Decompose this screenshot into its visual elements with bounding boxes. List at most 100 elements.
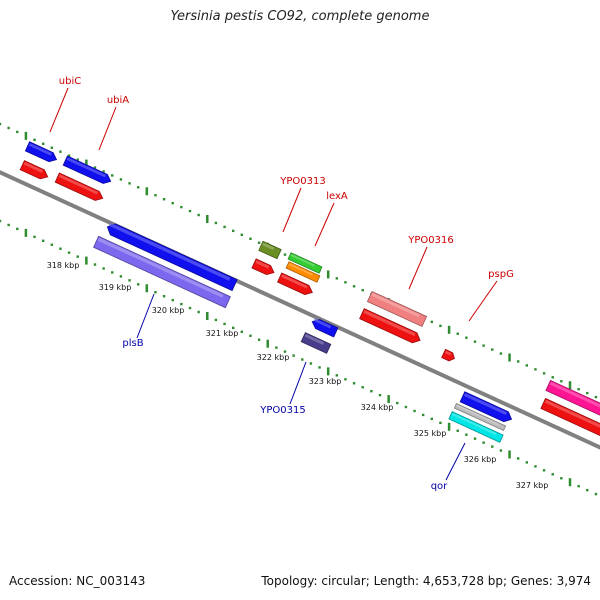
ruler-dot — [421, 413, 425, 417]
YPO0313-feature-highlight — [262, 242, 275, 251]
genome-stats-text: Topology: circular; Length: 4,653,728 bp… — [261, 574, 591, 588]
ruler-dot — [560, 477, 563, 480]
ruler-dot — [76, 255, 79, 258]
gene-label: ubiA — [107, 95, 129, 106]
gene-features — [19, 141, 600, 443]
YPO0313-cds-feature-highlight — [255, 260, 270, 269]
ruler-dot — [378, 393, 382, 397]
ruler-dot — [154, 291, 157, 294]
YPO0315-cds-feature-body — [311, 319, 339, 338]
ruler-dot — [283, 253, 287, 256]
gene-label: YPO0315 — [259, 405, 305, 416]
ruler-dot — [499, 352, 503, 355]
ruler-dot — [542, 372, 546, 375]
ruler-dot — [516, 457, 520, 460]
gene-leader-line — [98, 106, 117, 151]
ruler-dot — [275, 346, 278, 349]
ruler-dot — [16, 130, 19, 134]
ruler-dot — [413, 409, 416, 413]
ruler-dot — [499, 449, 503, 452]
ruler-dot — [335, 277, 339, 280]
gene-label: pspG — [488, 269, 514, 280]
ruler-dot — [404, 405, 408, 409]
ruler-dot — [214, 318, 218, 322]
ruler-dot — [197, 213, 200, 217]
ruler-dot — [33, 235, 36, 239]
scale-tick-label: 327 kbp — [516, 481, 549, 490]
edge-red-feature-highlight — [544, 399, 600, 429]
ruler-dot — [318, 366, 321, 369]
YPO0313-cds-feature-body — [251, 258, 275, 276]
ubiA-feature — [62, 155, 112, 184]
ruler-dot — [482, 441, 485, 444]
ruler-dot — [491, 445, 494, 448]
ubiA-feature-highlight — [66, 157, 107, 178]
YPO0315-cds-feature — [311, 318, 339, 338]
ruler-dot — [231, 326, 235, 330]
ruler-dot — [551, 473, 554, 476]
gene-leader-line — [445, 442, 466, 481]
ruler-dot — [335, 374, 339, 377]
ruler-dot — [473, 340, 477, 343]
ruler-dot — [171, 201, 174, 205]
lexA-red-feature-highlight — [281, 274, 308, 289]
ruler-dot — [67, 251, 71, 254]
ruler-dot — [309, 362, 313, 365]
qor-gray-feature — [453, 402, 507, 432]
gene-label: YPO0316 — [407, 235, 453, 246]
ruler-dot — [188, 209, 192, 213]
scale-tick-label: 322 kbp — [257, 353, 290, 362]
ruler-dot — [180, 205, 183, 209]
ruler-dot — [50, 243, 54, 246]
ruler-dot — [396, 401, 399, 405]
ruler-dot — [534, 465, 537, 468]
gene-leader-line — [49, 87, 69, 133]
scale-tick-label: 321 kbp — [206, 329, 239, 338]
gene-leader-line — [136, 293, 155, 339]
pspG-feature-body — [441, 348, 455, 362]
scale-tick-label: 325 kbp — [414, 429, 447, 438]
lexA-cds-feature — [285, 261, 321, 283]
qor-feature — [448, 411, 504, 443]
YPO0316-cds-feature — [359, 308, 421, 344]
ruler-dot — [456, 429, 459, 432]
ruler-dot — [344, 281, 347, 284]
ruler-dot — [249, 334, 252, 337]
ubiC-cds-feature-highlight — [23, 161, 44, 173]
ruler-dot — [171, 298, 174, 302]
ruler-dot — [439, 324, 442, 328]
ruler-dot — [119, 178, 123, 181]
gene-label: qor — [431, 481, 448, 492]
gene-leader-line — [314, 202, 335, 247]
scale-tick-label: 318 kbp — [47, 261, 80, 270]
ubiA-cds-feature-highlight — [58, 174, 99, 195]
pspG-feature — [441, 348, 455, 362]
ruler-dot — [525, 364, 529, 367]
scale-tick-label: 324 kbp — [361, 403, 394, 412]
ruler-dot — [59, 247, 62, 250]
YPO0313-feature-body — [258, 240, 282, 260]
qor-gray-feature-highlight — [456, 404, 499, 426]
ruler-dot — [525, 461, 529, 464]
ruler-dot — [439, 421, 442, 425]
ruler-dot — [128, 279, 131, 282]
ruler-dot — [473, 437, 477, 440]
ruler-dot — [352, 285, 356, 288]
ruler-dot — [102, 267, 105, 270]
ruler-dot — [59, 150, 62, 153]
ubiA-cds-feature — [54, 172, 104, 201]
ruler-dot — [551, 376, 554, 379]
edge-red-feature — [540, 397, 600, 439]
accession-text: Accession: NC_003143 — [9, 574, 146, 588]
ruler-dot — [67, 154, 71, 157]
ruler-dot — [352, 382, 356, 385]
lexA-cds-feature-highlight — [288, 263, 314, 276]
lexA-feature-highlight — [290, 254, 316, 267]
gene-label: ubiC — [59, 76, 81, 87]
ruler-dot — [93, 166, 97, 169]
ruler-dot — [465, 433, 468, 436]
ruler-dot — [93, 263, 97, 266]
YPO0315-feature — [300, 332, 332, 354]
ruler-dot — [534, 368, 537, 371]
